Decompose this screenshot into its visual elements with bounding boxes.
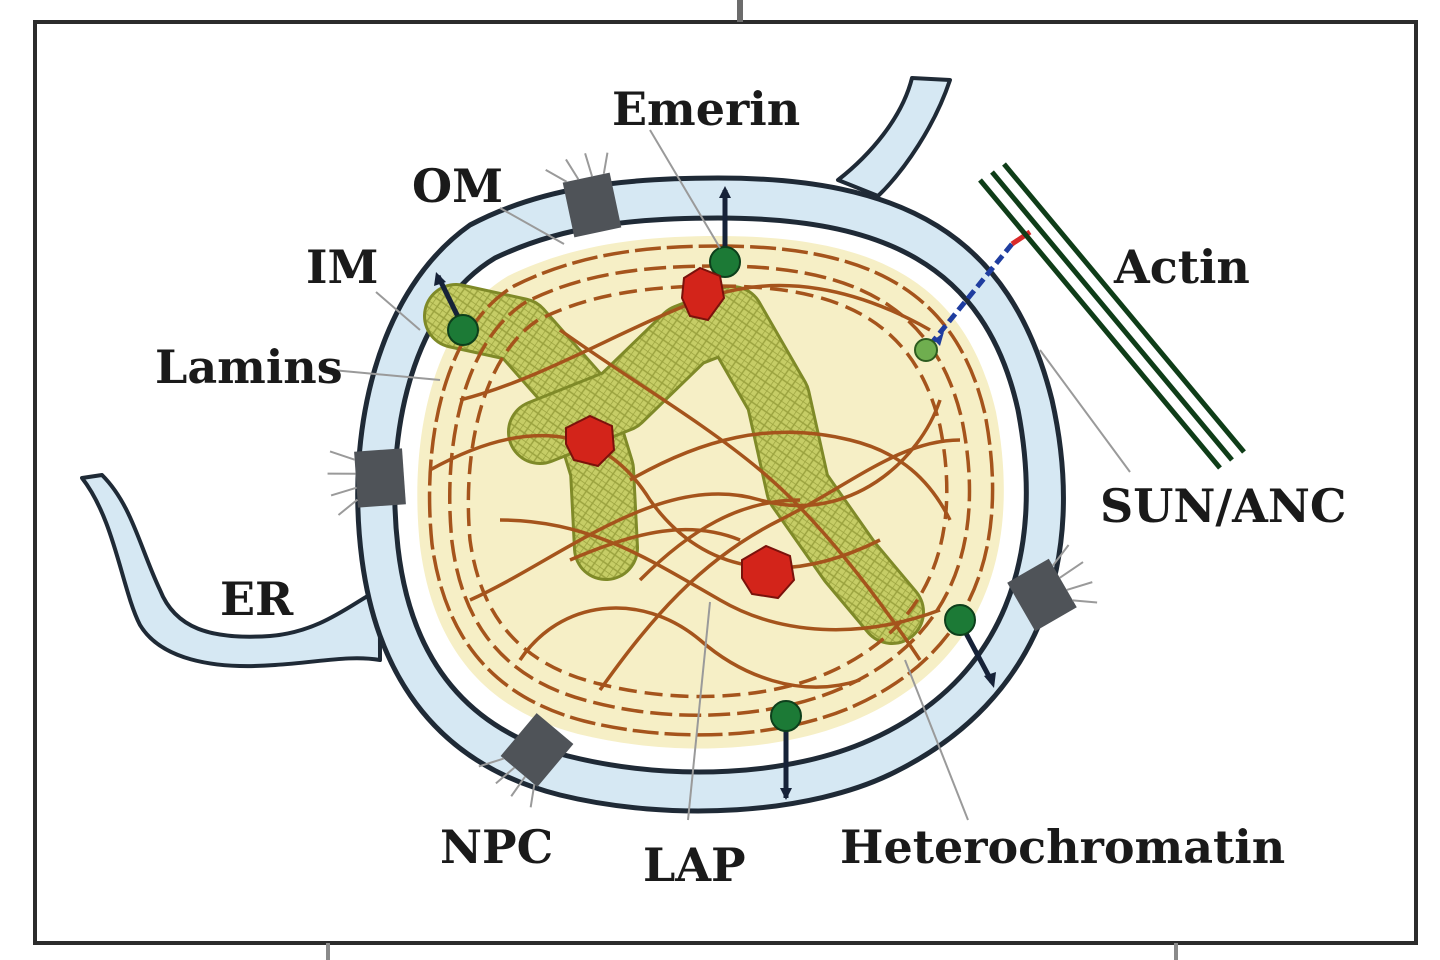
label-sun-anc: SUN/ANC — [1100, 479, 1347, 533]
actin-filaments — [978, 162, 1246, 470]
er-branch-top — [836, 76, 952, 198]
emerin-protein-left — [434, 272, 479, 346]
nuclear-pore-complexes — [327, 152, 1098, 808]
label-lap: LAP — [643, 838, 746, 892]
npc-left — [327, 448, 406, 516]
label-npc: NPC — [440, 820, 553, 874]
npc-right — [1007, 544, 1098, 632]
emerin-protein-bottom — [770, 700, 802, 800]
npc-bottom — [478, 713, 574, 808]
nuclear-envelope — [355, 175, 1066, 814]
lap-protein-2 — [565, 414, 616, 468]
emerin-protein-top — [709, 186, 741, 278]
label-lamins: Lamins — [155, 340, 343, 394]
lap-protein-3 — [741, 544, 796, 600]
lap-proteins — [565, 266, 796, 600]
lap-protein-1 — [680, 266, 726, 322]
label-er: ER — [220, 572, 294, 626]
npc-top — [545, 152, 622, 238]
label-emerin: Emerin — [612, 82, 800, 136]
label-heterochromatin: Heterochromatin — [840, 820, 1285, 874]
label-om: OM — [412, 159, 503, 213]
label-actin: Actin — [1113, 240, 1250, 294]
emerin-proteins — [434, 186, 996, 800]
label-leaders — [331, 129, 1131, 821]
emerin-protein-right — [944, 604, 996, 688]
label-im: IM — [306, 240, 378, 294]
